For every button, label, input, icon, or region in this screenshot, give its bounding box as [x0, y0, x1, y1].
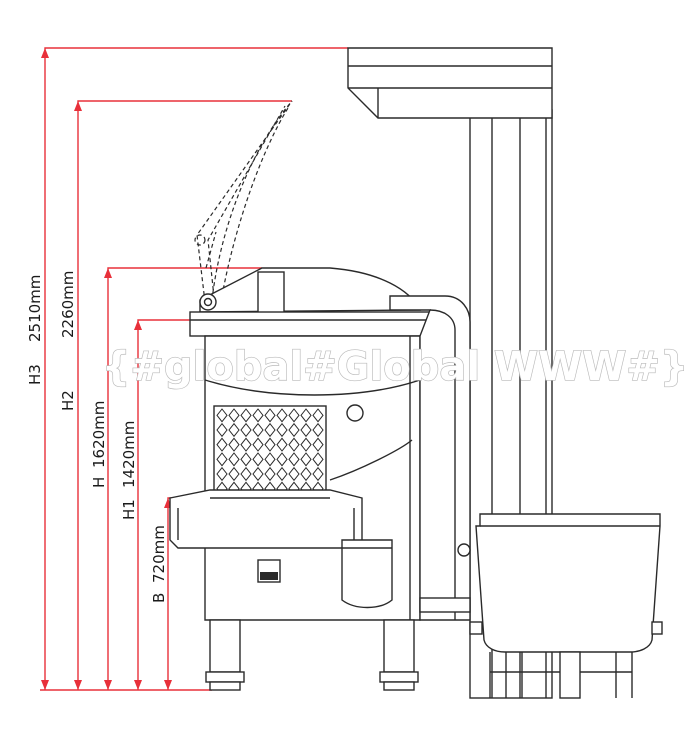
- mesh-cell: [300, 437, 312, 452]
- mesh-cell: [228, 408, 240, 423]
- mesh-cell: [228, 466, 240, 482]
- mesh-cell: [252, 408, 264, 423]
- mesh-cell: [300, 408, 312, 423]
- mesh-cell: [288, 452, 300, 467]
- motor-hood: [389, 295, 471, 621]
- mesh-cell: [240, 408, 252, 423]
- dimension-value-h1: 1420mm: [120, 421, 138, 488]
- watermark-text: {#global#Global WWW#}: [102, 344, 688, 390]
- mesh-cell: [264, 408, 276, 423]
- control-panel-icon: [257, 559, 281, 583]
- dimension-labels: H3 2510mm H2 2260mm H 1620mm H1 1420mm B…: [26, 271, 168, 603]
- mesh-cell: [252, 422, 264, 438]
- mesh-cell: [312, 437, 324, 452]
- mesh-cell: [288, 422, 300, 438]
- machine-drawing: [169, 47, 663, 699]
- mesh-cell: [264, 452, 276, 467]
- dimension-code-h1: H1: [120, 499, 138, 520]
- mesh-cell: [240, 422, 252, 438]
- column-bracket: [419, 543, 471, 613]
- dimension-line-h1: [134, 319, 192, 690]
- discharge-tray: [169, 489, 363, 549]
- dimension-line-h3: [41, 47, 348, 690]
- mesh-cell: [264, 466, 276, 482]
- mesh-cell: [288, 466, 300, 482]
- mesh-cell: [216, 422, 228, 438]
- dimension-code-h3: H3: [26, 364, 44, 385]
- mesh-cell: [264, 422, 276, 438]
- mesh-cell: [312, 466, 324, 482]
- mesh-cell: [240, 466, 252, 482]
- mesh-cell: [228, 452, 240, 467]
- mesh-cell: [312, 422, 324, 438]
- dimension-code-h: H: [90, 477, 108, 488]
- lid-swing-path: [194, 100, 293, 303]
- mesh-cell: [276, 466, 288, 482]
- dimension-value-b: 720mm: [150, 525, 168, 583]
- mesh-basket: [213, 405, 327, 499]
- mesh-cell: [252, 452, 264, 467]
- side-container: [341, 539, 393, 609]
- dimension-value-h2: 2260mm: [59, 271, 77, 338]
- mesh-cell: [288, 408, 300, 423]
- mesh-cell: [228, 422, 240, 438]
- mesh-cell: [276, 422, 288, 438]
- mesh-cell: [312, 408, 324, 423]
- mesh-cell: [228, 437, 240, 452]
- mesh-cell: [216, 452, 228, 467]
- mesh-cell: [252, 437, 264, 452]
- dimension-code-h2: H2: [59, 390, 77, 411]
- mesh-cell: [312, 452, 324, 467]
- dimension-code-b: B: [150, 593, 168, 603]
- mesh-cell: [276, 452, 288, 467]
- loading-bin: [469, 513, 663, 699]
- mesh-cell: [240, 437, 252, 452]
- mesh-cell: [216, 437, 228, 452]
- mesh-cell: [300, 466, 312, 482]
- mesh-cell: [264, 437, 276, 452]
- mesh-cell: [288, 437, 300, 452]
- mesh-cell: [252, 466, 264, 482]
- mesh-cell: [276, 437, 288, 452]
- mesh-cell: [240, 452, 252, 467]
- mesh-cell: [300, 422, 312, 438]
- mesh-cell: [216, 466, 228, 482]
- mesh-cell: [276, 408, 288, 423]
- column-head: [347, 47, 553, 119]
- dimension-line-h2: [74, 100, 292, 690]
- mesh-cell: [216, 408, 228, 423]
- machine-legs: [205, 619, 419, 691]
- dimension-value-h3: 2510mm: [26, 275, 44, 342]
- dimension-value-h: 1620mm: [90, 401, 108, 468]
- mesh-cell: [300, 452, 312, 467]
